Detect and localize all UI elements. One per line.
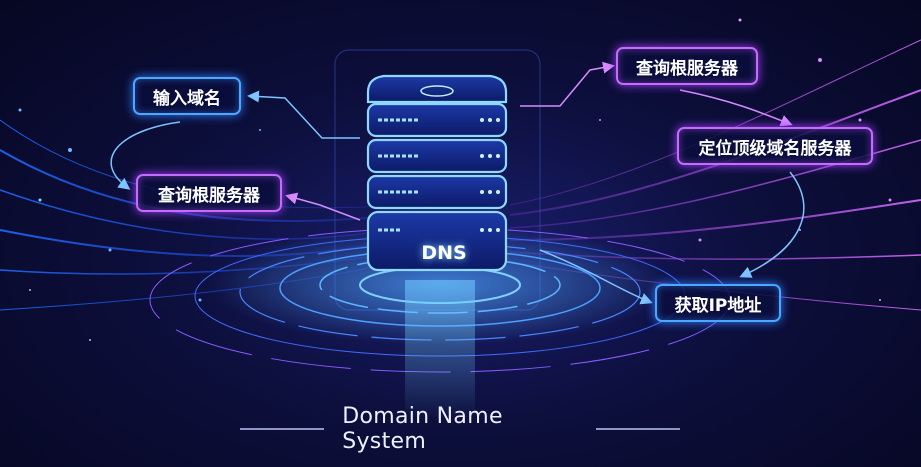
get-ip-address-label: 获取IP地址 xyxy=(655,284,781,322)
particles xyxy=(18,18,892,341)
dns-server xyxy=(366,74,508,272)
input-domain-label: 输入域名 xyxy=(133,77,241,115)
footer-line-left xyxy=(240,428,325,430)
connectors xyxy=(110,61,805,305)
query-root-server-label-right: 查询根服务器 xyxy=(616,47,758,85)
dns-server-text: DNS xyxy=(421,242,467,264)
light-beam xyxy=(405,280,475,420)
footer: Domain Name System xyxy=(240,404,680,454)
locate-tld-server-label: 定位顶级域名服务器 xyxy=(677,127,873,165)
footer-line-right xyxy=(595,428,680,430)
footer-title: Domain Name System xyxy=(342,404,503,454)
query-root-server-label-left: 查询根服务器 xyxy=(136,174,282,212)
